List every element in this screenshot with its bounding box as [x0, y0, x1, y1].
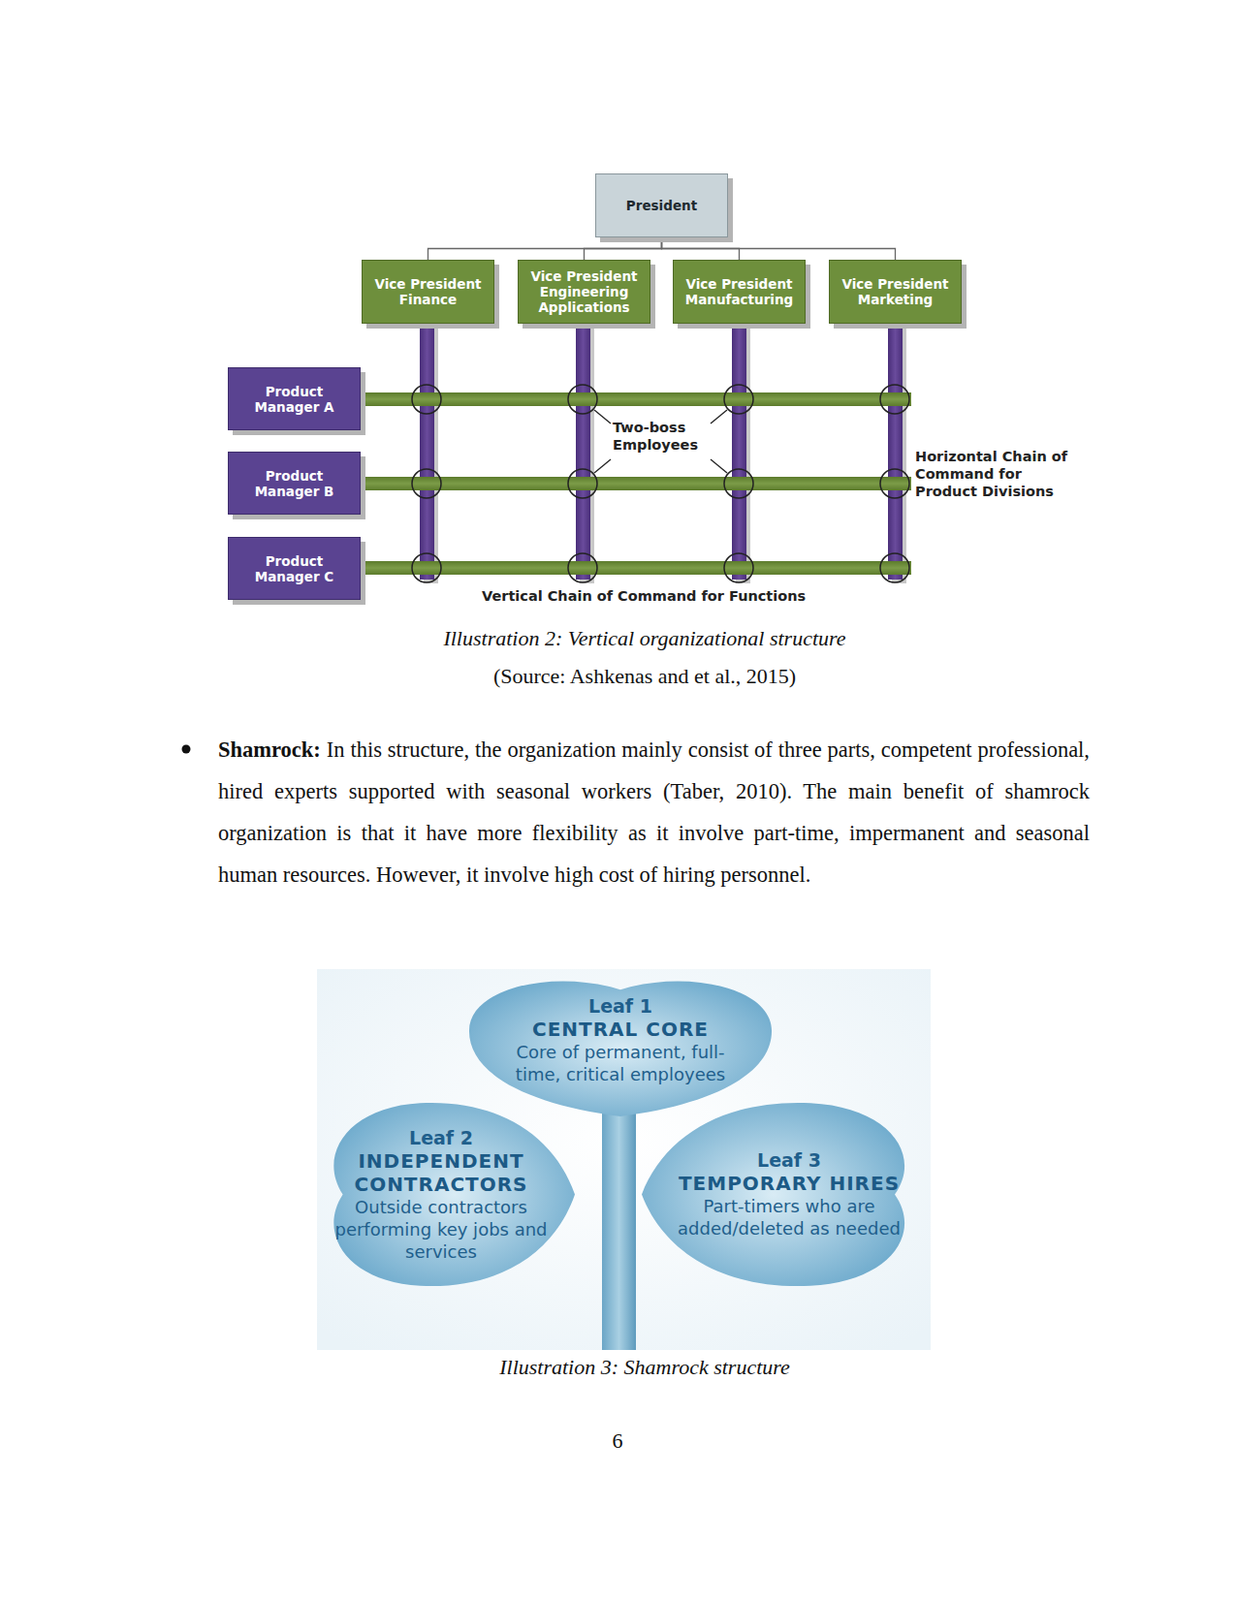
callout-label: Two-boss Employees	[612, 418, 739, 454]
node-title: Vice President Marketing	[837, 276, 953, 308]
function-box: Vice President Engineering Applications	[517, 259, 651, 324]
function-box: Vice President Marketing	[828, 259, 962, 324]
product-manager-box: Product Manager B	[227, 451, 361, 515]
node-title: Vice President Manufacturing	[681, 276, 797, 308]
node-title: Product Manager B	[236, 468, 352, 500]
org-connector	[584, 237, 663, 260]
node-heading: CENTRAL CORE	[532, 1017, 709, 1042]
node-title: Leaf 2	[409, 1127, 474, 1150]
function-box: Vice President Manufacturing	[672, 259, 806, 324]
axis-label: Vertical Chain of Command for Functions	[481, 587, 889, 605]
node-body: Core of permanent, full-time, critical e…	[498, 1041, 743, 1086]
node-title: Product Manager A	[236, 383, 352, 415]
term-heading: Shamrock:	[218, 737, 321, 762]
org-connector	[662, 237, 896, 260]
shamrock-leaf: Leaf 1CENTRAL CORECore of permanent, ful…	[459, 969, 782, 1117]
bar-shadows	[423, 327, 907, 584]
president-box: President	[595, 173, 729, 238]
node-body: Part-timers who are added/deleted as nee…	[670, 1195, 908, 1240]
shamrock-leaf: Leaf 3TEMPORARY HIRESPart-timers who are…	[641, 1095, 923, 1295]
node-title: Product Manager C	[236, 553, 352, 585]
node-title: Vice President Engineering Applications	[526, 268, 642, 316]
page-number: 6	[569, 1428, 666, 1455]
figure-source: (Source: Ashkenas and et al., 2015)	[256, 664, 1033, 690]
product-manager-box: Product Manager C	[227, 537, 361, 601]
node-title: Leaf 3	[757, 1149, 822, 1173]
shamrock-ground	[316, 969, 931, 1351]
leaf-outline	[641, 1103, 905, 1287]
shamrock-leaf: Leaf 2INDEPENDENT CONTRACTORSOutside con…	[316, 1095, 575, 1295]
figure-caption: Illustration 2: Vertical organizational …	[256, 626, 1033, 652]
horizontal-bars	[360, 392, 912, 575]
node-heading: TEMPORARY HIRES	[678, 1172, 900, 1196]
leaf-outline	[469, 981, 772, 1117]
bullet-paragraph: Shamrock:In this structure, the organiza…	[218, 728, 1090, 896]
vertical-bars	[419, 323, 903, 580]
body-text: In this structure, the organization main…	[218, 737, 1090, 888]
org-connector	[428, 237, 663, 260]
function-box: Vice President Finance	[361, 259, 495, 324]
node-title: Leaf 1	[588, 995, 653, 1018]
node-heading: INDEPENDENT CONTRACTORS	[328, 1149, 554, 1197]
node-title: President	[626, 197, 698, 214]
product-manager-box: Product Manager A	[227, 367, 361, 431]
node-body: Outside contractors performing key jobs …	[328, 1196, 554, 1264]
intersection-circles	[412, 384, 910, 583]
bullet	[182, 745, 191, 755]
axis-label: Horizontal Chain of Command for Product …	[915, 447, 1085, 501]
figure-caption: Illustration 3: Shamrock structure	[256, 1355, 1033, 1381]
node-title: Vice President Finance	[370, 276, 486, 308]
